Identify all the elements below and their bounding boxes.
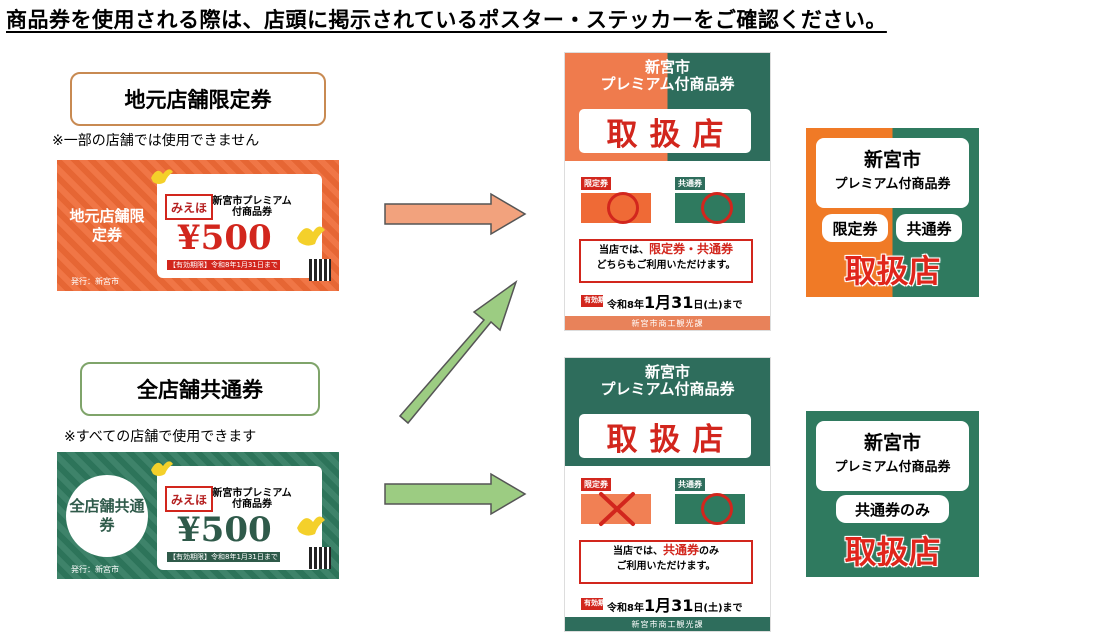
validity-tag: 有効期限: [581, 598, 612, 610]
msg-prefix: 当店では、: [598, 245, 649, 256]
arrow-right-green-icon: [384, 472, 527, 516]
poster-common-only: 新宮市 プレミアム付商品券 取 扱 店 限定券 共通券 当店では、共通券のみ ご…: [564, 357, 771, 632]
arrow-diagonal-green-icon: [398, 280, 518, 425]
sticker-both-coupons: 新宮市 プレミアム付商品券 限定券 共通券 取扱店: [806, 128, 979, 297]
sticker-pill-common-only: 共通券のみ: [836, 495, 949, 523]
tag-common: 共通券: [675, 478, 705, 491]
validity-pre: 令和8年: [607, 603, 644, 614]
ok-circle-icon: [701, 192, 733, 224]
ticket-amount: ¥500: [177, 510, 272, 550]
ticket-stamp: みえほ: [165, 486, 213, 512]
ticket-expiry: 【有効期限】令和8年1月31日まで: [167, 260, 280, 270]
ticket-left-text: 地元店舗限定券: [69, 206, 145, 244]
bird-icon: [297, 226, 325, 246]
local-coupon-label: 地元店舗限定券: [70, 72, 326, 126]
sticker-frame: [816, 138, 969, 208]
poster-big-char: 取: [606, 116, 638, 153]
validity-big: 1月31: [643, 293, 694, 312]
ticket-left-circle: 全店舗共通券: [66, 474, 148, 557]
msg-prefix: 当店では、: [612, 546, 663, 557]
msg-red: 共通券: [662, 543, 699, 557]
ticket-issuer: 発行：新宮市: [71, 565, 119, 574]
poster-title-line2: プレミアム付商品券: [600, 75, 735, 94]
poster-big-char: 店: [692, 116, 724, 153]
validity-date: 令和8年1月31日(土)まで: [607, 289, 743, 313]
validity-post: 日(土)まで: [693, 603, 743, 614]
validity-post: 日(土)まで: [693, 300, 743, 311]
sticker-handling-store: 取扱店: [844, 533, 941, 571]
common-coupon-label-text: 全店舗共通券: [137, 378, 263, 402]
ticket-title: 新宮市プレミアム付商品券: [212, 488, 292, 510]
poster-header: 新宮市 プレミアム付商品券 取 扱 店: [565, 358, 770, 466]
bird-icon: [151, 169, 173, 184]
common-coupon-note: ※すべての店舗で使用できます: [64, 429, 257, 445]
ticket-left-text: 全店舗共通券: [69, 496, 145, 534]
sticker-pill-common: 共通券: [896, 214, 962, 242]
poster-message: 当店では、限定券・共通券 どちらもご利用いただけます。: [579, 239, 753, 283]
sticker-title-line2: プレミアム付商品券: [834, 177, 951, 192]
page-heading: 商品券を使用される際は、店頭に掲示されているポスター・ステッカーをご確認ください…: [6, 8, 887, 32]
sticker-title-line2: プレミアム付商品券: [834, 460, 951, 475]
poster-title: 新宮市 プレミアム付商品券: [565, 363, 770, 399]
poster-both-coupons: 新宮市 プレミアム付商品券 取 扱 店 限定券 共通券 当店では、限定券・共通券…: [564, 52, 771, 331]
ticket-stamp: みえほ: [165, 194, 213, 220]
qr-code-icon: [309, 547, 331, 569]
validity-big: 1月31: [643, 596, 694, 615]
poster-handling-store: 取 扱 店: [579, 109, 751, 153]
tag-common: 共通券: [675, 177, 705, 190]
ticket-left-area: 全店舗共通券: [57, 452, 157, 579]
local-coupon-note: ※一部の店舗では使用できません: [52, 133, 260, 149]
poster-big-char: 店: [692, 421, 724, 458]
sticker-title-line1: 新宮市: [863, 432, 921, 454]
poster-validity: 有効期限 令和8年1月31日(土)まで: [581, 592, 743, 616]
validity-tag: 有効期限: [581, 295, 612, 307]
ticket-panel: みえほ 新宮市プレミアム付商品券 ¥500 【有効期限】令和8年1月31日まで: [157, 174, 322, 278]
common-coupon-ticket: 全店舗共通券 みえほ 新宮市プレミアム付商品券 ¥500 【有効期限】令和8年1…: [57, 452, 339, 579]
poster-big-char: 扱: [649, 116, 681, 153]
poster-message-line1: 当店では、共通券のみ: [581, 542, 751, 560]
ticket-amount: ¥500: [177, 218, 272, 258]
poster-message-line2: ご利用いただけます。: [616, 560, 716, 572]
poster-message-line1: 当店では、限定券・共通券: [581, 241, 751, 259]
sticker-pill-limited: 限定券: [822, 214, 888, 242]
sticker-handling-store: 取扱店: [844, 252, 941, 290]
poster-validity: 有効期限 令和8年1月31日(土)まで: [581, 289, 743, 313]
validity-pre: 令和8年: [607, 300, 644, 311]
qr-code-icon: [309, 259, 331, 281]
validity-date: 令和8年1月31日(土)まで: [607, 592, 743, 616]
poster-message-line2: どちらもご利用いただけます。: [596, 259, 736, 271]
sticker-common-only: 新宮市 プレミアム付商品券 共通券のみ 取扱店: [806, 411, 979, 577]
ticket-issuer: 発行：新宮市: [71, 277, 119, 286]
poster-title: 新宮市 プレミアム付商品券: [565, 58, 770, 94]
ticket-panel: みえほ 新宮市プレミアム付商品券 ¥500 【有効期限】令和8年1月31日まで: [157, 466, 322, 570]
ok-circle-icon: [701, 493, 733, 525]
msg-red: 限定券・共通券: [648, 242, 733, 256]
local-coupon-ticket: 地元店舗限定券 みえほ 新宮市プレミアム付商品券 ¥500 【有効期限】令和8年…: [57, 160, 339, 291]
poster-message: 当店では、共通券のみ ご利用いただけます。: [579, 540, 753, 584]
poster-title-line2: プレミアム付商品券: [600, 380, 735, 399]
local-coupon-label-text: 地元店舗限定券: [124, 88, 272, 112]
poster-footer: 新宮市商工観光課: [565, 316, 770, 330]
msg-suffix: のみ: [699, 546, 719, 557]
bird-icon: [297, 516, 325, 536]
bird-icon: [151, 461, 173, 476]
sticker-frame: [816, 421, 969, 491]
cross-x-icon: [599, 492, 635, 526]
poster-handling-store: 取 扱 店: [579, 414, 751, 458]
tag-limited: 限定券: [581, 177, 611, 190]
poster-big-char: 取: [606, 421, 638, 458]
ticket-left-area: 地元店舗限定券: [57, 160, 157, 291]
poster-title-line1: 新宮市: [644, 58, 690, 76]
tag-limited: 限定券: [581, 478, 611, 491]
poster-title-line1: 新宮市: [644, 363, 690, 381]
sticker-title-line1: 新宮市: [863, 149, 921, 171]
poster-big-char: 扱: [649, 421, 681, 458]
common-coupon-label: 全店舗共通券: [80, 362, 320, 416]
arrow-right-orange-icon: [384, 192, 527, 236]
poster-header: 新宮市 プレミアム付商品券 取 扱 店: [565, 53, 770, 161]
poster-footer: 新宮市商工観光課: [565, 617, 770, 631]
ok-circle-icon: [607, 192, 639, 224]
ticket-expiry: 【有効期限】令和8年1月31日まで: [167, 552, 280, 562]
ticket-title: 新宮市プレミアム付商品券: [212, 196, 292, 218]
